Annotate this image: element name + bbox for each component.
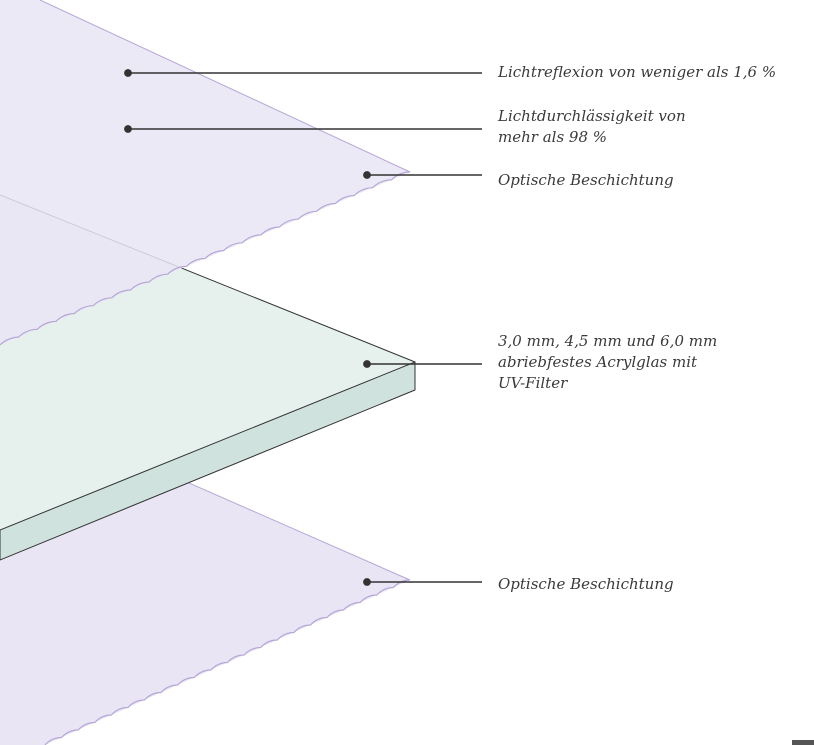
label-transmission-line1: Lichtdurchlässigkeit von: [498, 107, 686, 125]
label-reflection: Lichtreflexion von weniger als 1,6 %: [498, 62, 776, 83]
leader-dot-coating-bottom: [363, 578, 371, 586]
label-glass-line1: 3,0 mm, 4,5 mm und 6,0 mm: [498, 332, 718, 350]
top-coating-edge: [39, 0, 411, 173]
label-coating-top: Optische Beschichtung: [498, 170, 674, 191]
label-glass-line2: abriebfestes Acrylglas mit: [498, 353, 698, 371]
label-reflection-text: Lichtreflexion von weniger als 1,6 %: [498, 63, 777, 81]
label-coating-bottom: Optische Beschichtung: [498, 574, 674, 595]
top-coating-layer: [0, 0, 410, 345]
label-transmission: Lichtdurchlässigkeit von mehr als 98 %: [498, 106, 686, 148]
label-coating-bottom-text: Optische Beschichtung: [498, 575, 674, 593]
leader-dot-reflection: [124, 69, 132, 77]
label-glass-line3: UV-Filter: [498, 374, 568, 392]
label-glass: 3,0 mm, 4,5 mm und 6,0 mm abriebfestes A…: [498, 331, 717, 394]
label-coating-top-text: Optische Beschichtung: [498, 171, 674, 189]
glass-layer-side: [0, 361, 416, 561]
top-coating-wavy-edge: [0, 171, 411, 346]
leader-dot-coating-top: [363, 171, 371, 179]
bottom-coating-wavy-edge: [44, 579, 411, 745]
leader-dot-glass: [363, 360, 371, 368]
leader-dot-transmission: [124, 125, 132, 133]
label-transmission-line2: mehr als 98 %: [498, 128, 608, 146]
corner-mark: [792, 740, 814, 745]
